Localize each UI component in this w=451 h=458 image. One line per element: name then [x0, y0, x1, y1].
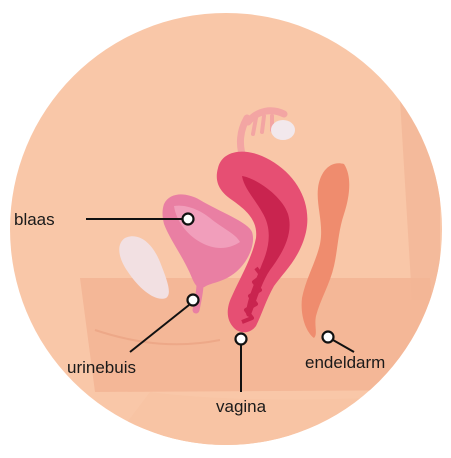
vagina-label: vagina: [216, 397, 267, 416]
bladder-label: blaas: [14, 210, 55, 229]
ovary: [271, 120, 295, 140]
rectum-pin-icon: [323, 332, 334, 343]
thigh: [100, 392, 440, 458]
vagina-pin-icon: [236, 334, 247, 345]
urethra-pin-icon: [188, 295, 199, 306]
urethra-label: urinebuis: [67, 358, 136, 377]
rectum-label: endeldarm: [305, 353, 385, 372]
bladder-pin-icon: [183, 214, 194, 225]
